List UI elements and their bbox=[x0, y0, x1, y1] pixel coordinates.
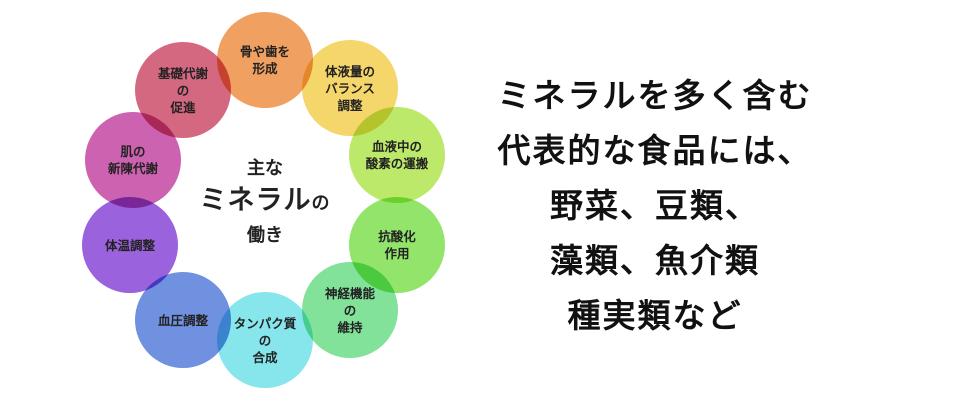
message-line: 種実類など bbox=[567, 296, 743, 335]
circle-label-line: 肌の bbox=[120, 144, 146, 159]
message-line: 野菜、豆類、 bbox=[550, 186, 760, 225]
circle-label-line: の bbox=[258, 332, 272, 348]
circle-label-line: タンパク質 bbox=[233, 315, 297, 331]
circle-label-line: 基礎代謝 bbox=[157, 65, 208, 81]
circle-label-line: 抗酸化 bbox=[378, 229, 416, 244]
circle-label-line: 作用 bbox=[384, 246, 410, 261]
center-line1: 主な bbox=[247, 158, 283, 179]
center-line3: 働き bbox=[247, 225, 283, 246]
circle-label-line: 合成 bbox=[252, 349, 278, 365]
circle-label-line: の bbox=[176, 82, 190, 98]
circle-label-line: 血圧調整 bbox=[157, 312, 208, 328]
diagram-center-title: 主な ミネラルの 働き bbox=[195, 155, 335, 250]
circle-label-line: 促進 bbox=[170, 99, 196, 115]
circle-label-line: 酸素の運搬 bbox=[365, 156, 429, 171]
message-line: 代表的な食品には、 bbox=[497, 131, 813, 170]
circle-label-line: 体温調整 bbox=[104, 237, 155, 253]
circle-label-line: 新陳代謝 bbox=[107, 161, 158, 176]
circle-label-line: 神経機能 bbox=[324, 285, 375, 301]
function-circle: 血液中の酸素の運搬 bbox=[349, 107, 445, 203]
center-line2: ミネラルの bbox=[195, 183, 335, 222]
circle-label-line: の bbox=[343, 302, 357, 318]
circle-label-line: 調整 bbox=[337, 97, 363, 113]
function-circle: 神経機能の維持 bbox=[302, 262, 398, 358]
function-circle: 体温調整 bbox=[82, 197, 178, 293]
center-line2-suffix: の bbox=[311, 193, 331, 214]
message-line: ミネラルを多く含む bbox=[497, 76, 813, 115]
message-line: 藻類、魚介類 bbox=[550, 241, 760, 280]
food-message: ミネラルを多く含む 代表的な食品には、 野菜、豆類、 藻類、魚介類 種実類など bbox=[470, 68, 840, 343]
circle-label-line: バランス bbox=[325, 80, 375, 96]
circle-label-line: 骨や歯を bbox=[239, 44, 290, 59]
center-line2-main: ミネラル bbox=[199, 185, 312, 216]
function-circle: 基礎代謝の促進 bbox=[135, 42, 231, 138]
circle-label-line: 維持 bbox=[337, 319, 363, 335]
circle-label-line: 形成 bbox=[252, 61, 278, 76]
circle-label-line: 体液量の bbox=[324, 63, 375, 79]
function-circle: タンパク質の合成 bbox=[217, 292, 313, 388]
circle-label-line: 血液中の bbox=[371, 139, 422, 154]
function-circle: 骨や歯を形成 bbox=[217, 12, 313, 108]
